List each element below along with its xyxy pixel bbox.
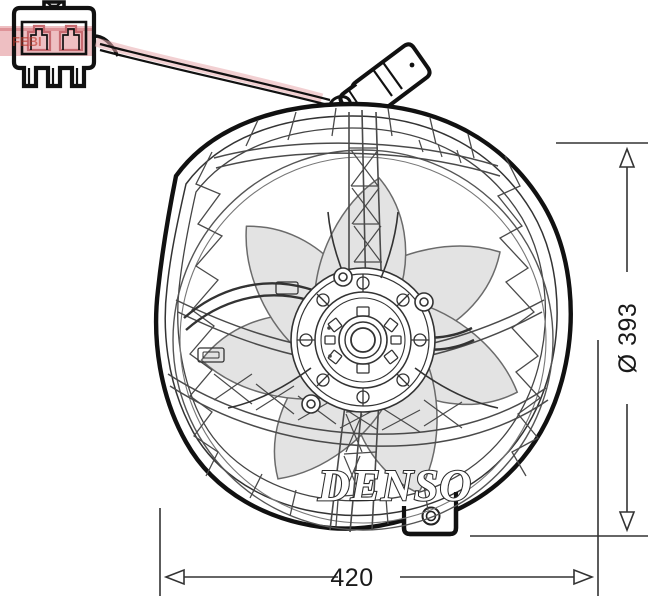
arrow-left: [163, 568, 185, 586]
dimension-fan-diameter: [470, 142, 648, 537]
motor-hub: [227, 211, 499, 414]
dimension-overall-width: [159, 340, 599, 596]
harness-clip: [197, 347, 225, 363]
harness-clip-slot: [202, 351, 220, 359]
hub-ring-6: [344, 321, 382, 359]
connector-latch-tab: [42, 0, 66, 8]
hub-bosses: [324, 306, 402, 374]
hub-index-mark: [328, 354, 332, 358]
plug-rib-1: [371, 67, 393, 97]
plug-rib-2: [381, 60, 403, 90]
hub-shaft-bore: [350, 327, 376, 353]
denso-brand-text: DENSO: [317, 461, 472, 510]
arrow-bottom: [618, 511, 636, 533]
harness-lead-to-plug: [94, 37, 333, 108]
bracket-eyelets: [301, 267, 434, 414]
arrow-right: [573, 568, 595, 586]
mounting-boss-outline: [401, 492, 459, 537]
hub-vent-holes: [299, 276, 427, 404]
harness-clip: [275, 281, 299, 295]
plug-keyway-dot: [409, 62, 415, 68]
connector-terminals: [26, 24, 84, 52]
shroud-inner-wall: [164, 115, 558, 517]
arrow-top: [618, 146, 636, 168]
connector-housing-outline: [11, 5, 97, 89]
dimension-label-width: 420: [330, 564, 373, 592]
mounting-boss-hole-outer: [421, 506, 441, 526]
dimension-label-diameter: Ø 393: [614, 303, 642, 374]
hub-ring-4: [320, 297, 406, 383]
electrical-connector-detail: FEBI: [0, 0, 118, 89]
connector-terminal-outlines: [30, 28, 80, 50]
hub-index-mark: [327, 326, 331, 330]
connector-inner-chamber: [20, 20, 88, 56]
connector-pins: [27, 68, 79, 84]
watermark-text: FEBI: [12, 34, 42, 49]
connector-latch-notch: [46, 1, 62, 8]
